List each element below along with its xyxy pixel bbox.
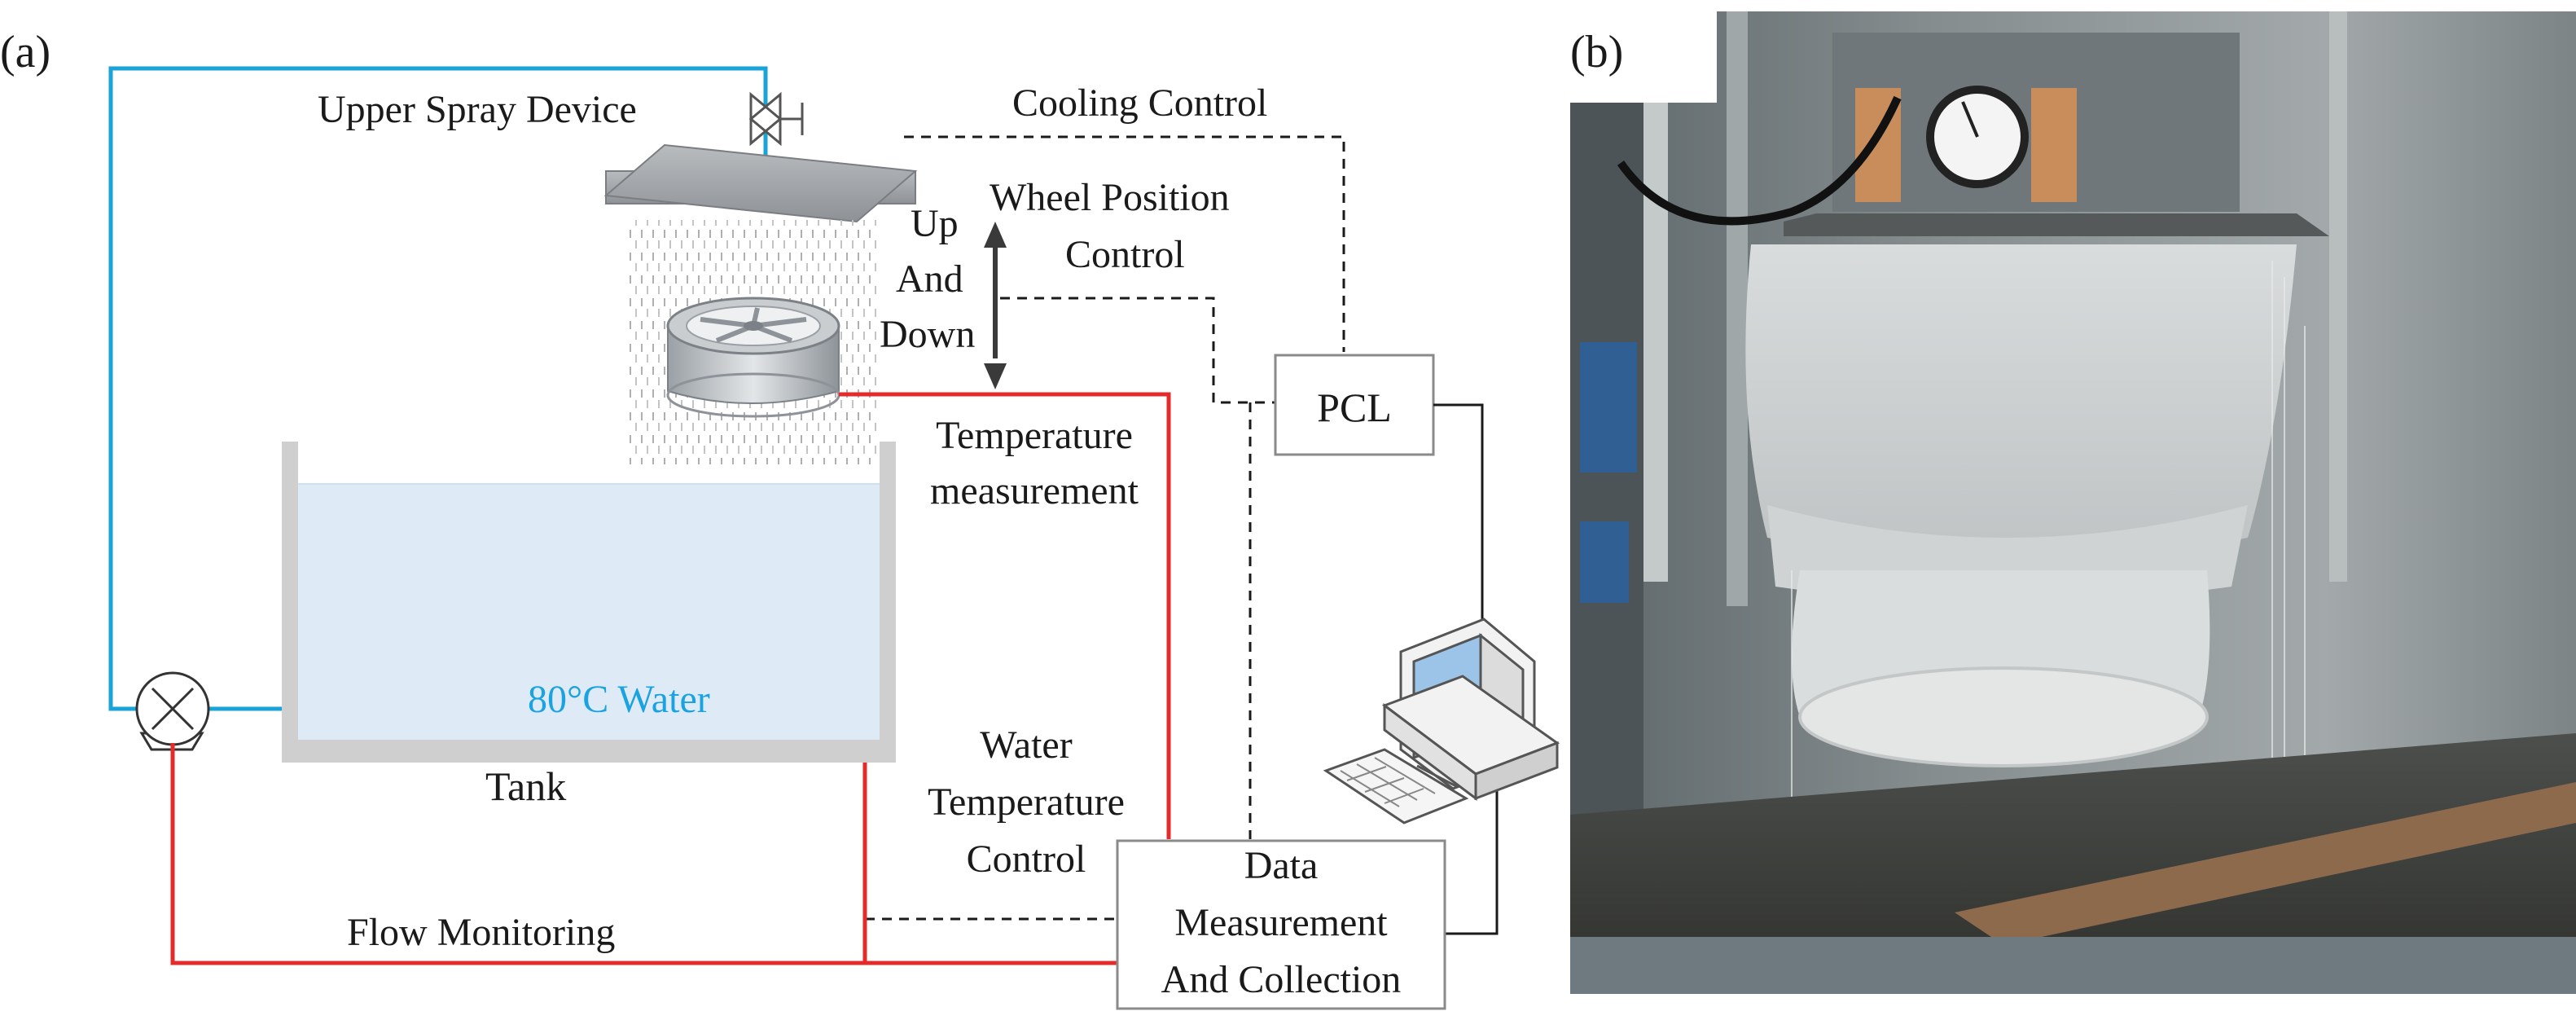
water-temp-control-label-1: Water	[980, 723, 1072, 767]
control-lines	[865, 135, 1345, 921]
arrow-head-up	[984, 222, 1007, 248]
tank	[282, 442, 896, 763]
water-label: 80°C Water	[528, 678, 710, 721]
cooling-control-label: Cooling Control	[1012, 81, 1267, 125]
panel-a: (a) Upper Spray Device	[0, 27, 1560, 1010]
wheel	[666, 297, 840, 418]
flow-monitoring-label: Flow Monitoring	[347, 911, 615, 954]
temp-measurement-label-1: Temperature	[936, 414, 1133, 457]
upper-spray-device-label: Upper Spray Device	[318, 88, 637, 131]
temp-measurement-label-2: measurement	[930, 469, 1139, 512]
computer-icon	[1323, 618, 1560, 824]
computer-lines	[1433, 403, 1499, 935]
dmc-label-3: And Collection	[1161, 958, 1402, 1001]
tank-label: Tank	[485, 763, 566, 809]
panel-a-label: (a)	[0, 27, 50, 77]
pump-icon	[135, 671, 210, 751]
panel-b-photo	[1570, 11, 2576, 994]
down-label: Down	[880, 313, 975, 356]
water-temp-control-label-2: Temperature	[928, 780, 1125, 824]
pcl-label: PCL	[1317, 385, 1392, 430]
panel-b-label: (b)	[1570, 27, 1623, 77]
dmc-label-1: Data	[1244, 844, 1319, 887]
wheel-position-label-1: Wheel Position	[990, 176, 1230, 219]
and-label: And	[896, 257, 963, 301]
spray-plate-top	[603, 143, 918, 223]
dmc-label-2: Measurement	[1174, 901, 1388, 944]
water-temp-control-label-3: Control	[967, 838, 1086, 881]
wheel-position-label-2: Control	[1065, 233, 1185, 276]
valve-icon	[748, 91, 804, 147]
pcl-box: PCL	[1274, 354, 1435, 456]
data-measurement-box: Data Measurement And Collection	[1116, 839, 1446, 1010]
arrow-head-down	[984, 363, 1007, 389]
up-label: Up	[911, 202, 959, 245]
